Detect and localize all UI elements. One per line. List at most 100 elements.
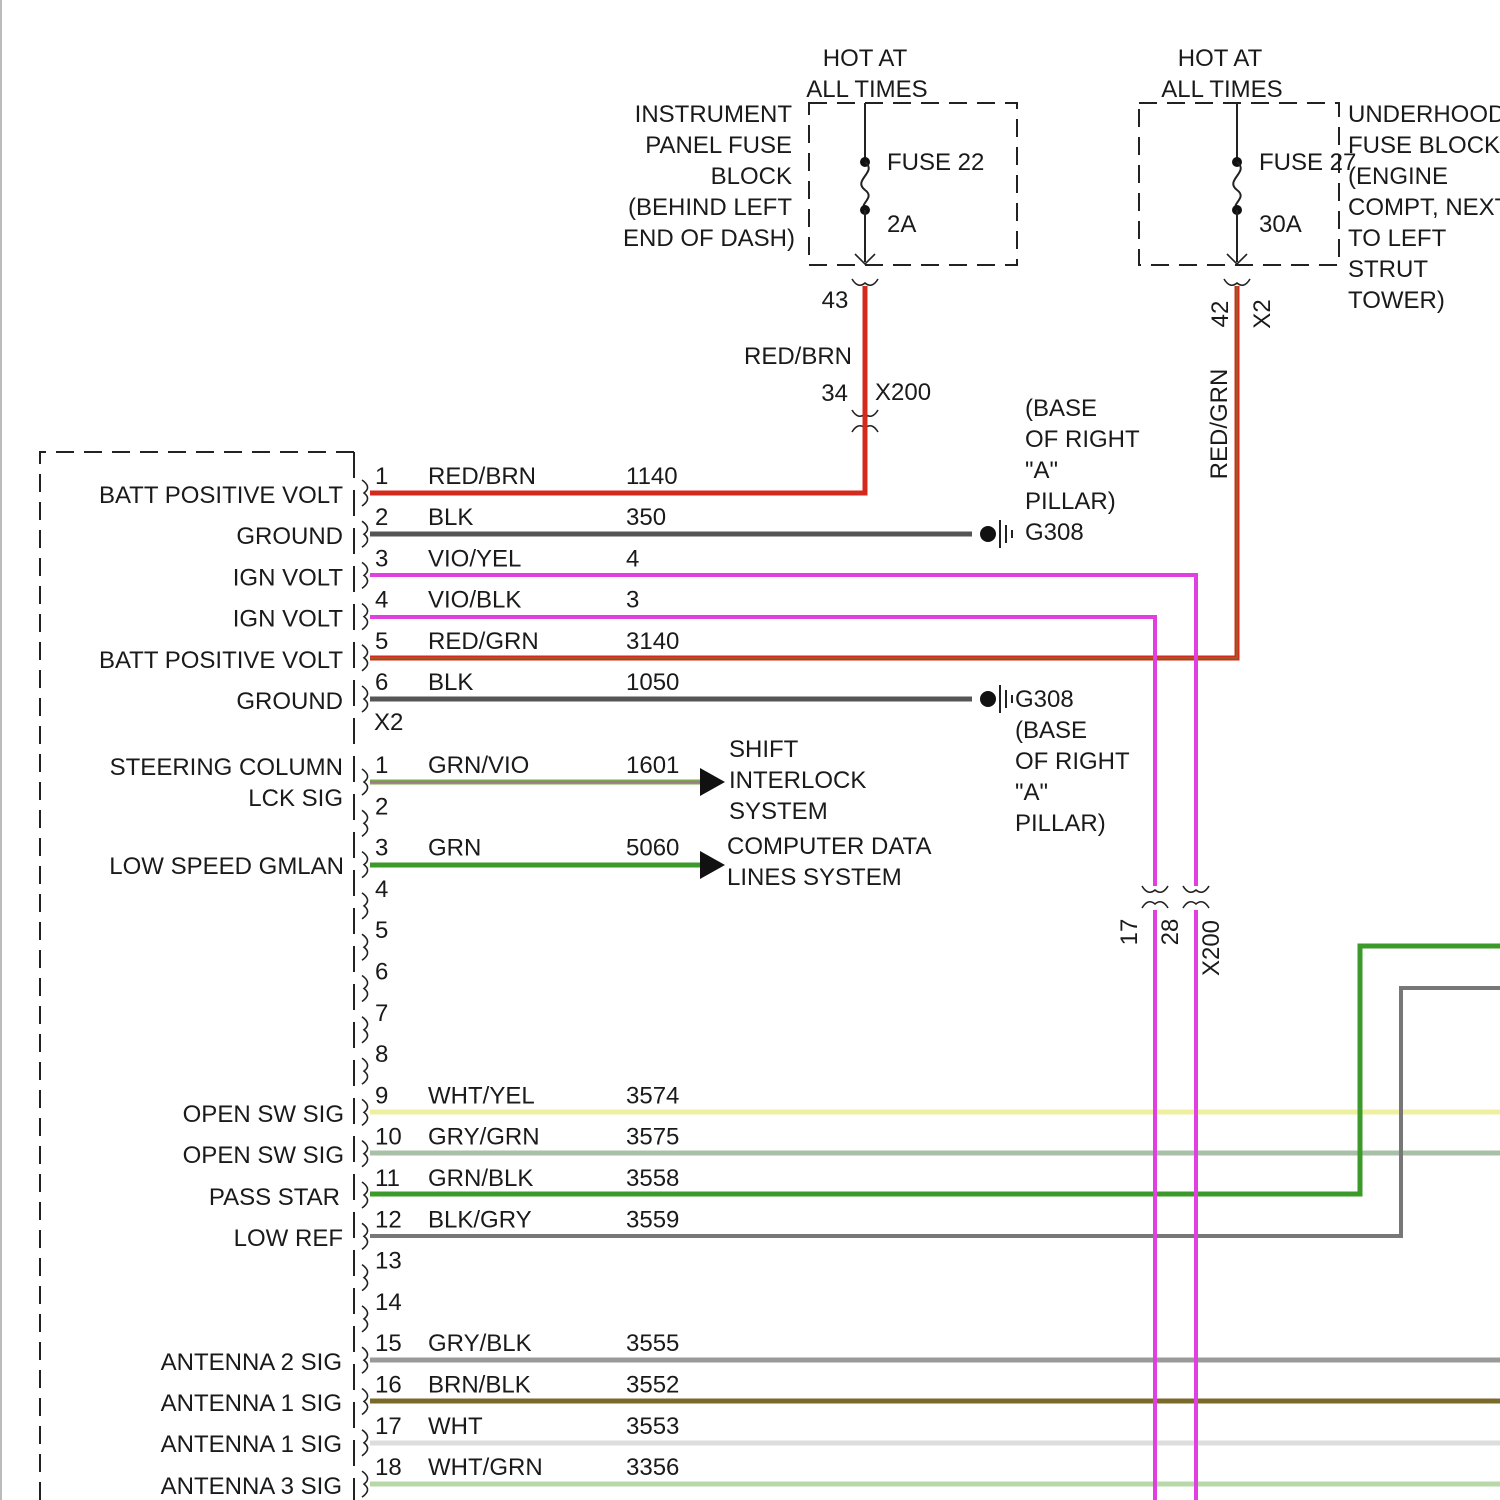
pin-number: 34 xyxy=(821,380,848,407)
ground-icon xyxy=(980,526,996,542)
hot-label: ALL TIMES xyxy=(806,76,927,103)
arrow-icon xyxy=(700,851,725,879)
pin-number: 1 xyxy=(375,752,388,779)
function-label: BATT POSITIVE VOLT xyxy=(99,647,343,674)
function-label: ANTENNA 2 SIG xyxy=(161,1349,342,1376)
x2-pin-row: 5 xyxy=(362,917,388,960)
x2-pin-row: 14 xyxy=(362,1289,402,1332)
function-label: ANTENNA 3 SIG xyxy=(161,1473,342,1500)
destination-text: SYSTEM xyxy=(729,798,828,825)
circuit-number: 3 xyxy=(626,587,639,614)
wire-color-label: VIO/YEL xyxy=(428,545,521,572)
pin-terminal-icon xyxy=(362,852,368,878)
pin-number: 4 xyxy=(375,876,388,903)
x200-connector-top: 34 X200 xyxy=(821,379,931,432)
pin-number: 6 xyxy=(375,669,388,696)
function-label: GROUND xyxy=(236,688,343,715)
destination-computer-data-lines: COMPUTER DATA LINES SYSTEM xyxy=(727,833,931,891)
pin-terminal-icon xyxy=(362,1306,368,1332)
function-label: BATT POSITIVE VOLT xyxy=(99,482,343,509)
arrow-icon xyxy=(700,768,725,796)
fuse-block-desc: INSTRUMENT xyxy=(635,101,793,128)
ground-desc: "A" xyxy=(1025,457,1058,484)
fuse-name: FUSE 22 xyxy=(887,149,984,176)
pin-terminal-icon xyxy=(362,1347,368,1373)
function-label: OPEN SW SIG xyxy=(183,1142,344,1169)
wire-color-label: GRN/VIO xyxy=(428,752,529,779)
wire-color-label: RED/BRN xyxy=(744,343,852,370)
circuit-number: 3140 xyxy=(626,628,679,655)
x2-pin-row: 4 xyxy=(362,876,388,919)
pin-number: 7 xyxy=(375,1000,388,1027)
pin-number: 18 xyxy=(375,1454,402,1481)
hot-label: ALL TIMES xyxy=(1161,76,1282,103)
ground-desc: PILLAR) xyxy=(1015,810,1106,837)
pin-terminal-icon xyxy=(362,1430,368,1456)
circuit-number: 4 xyxy=(626,545,639,572)
function-label: IGN VOLT xyxy=(233,606,344,633)
connector-symbol xyxy=(852,279,878,285)
x2-pin-row: 2 xyxy=(362,793,388,836)
pin-number: 14 xyxy=(375,1289,402,1316)
fuse-block-desc: PANEL FUSE xyxy=(645,132,792,159)
pin-terminal-icon xyxy=(362,769,368,795)
wire-color-label: WHT/YEL xyxy=(428,1082,535,1109)
pin-number: 10 xyxy=(375,1124,402,1151)
pin-number: 2 xyxy=(375,504,388,531)
function-label: LOW REF xyxy=(234,1225,343,1252)
wire-color-label: WHT/GRN xyxy=(428,1454,543,1481)
circuit-number: 3558 xyxy=(626,1165,679,1192)
pin-number: 5 xyxy=(375,917,388,944)
pin-number: 11 xyxy=(375,1165,400,1192)
ground-desc: (BASE xyxy=(1025,395,1097,422)
pin-terminal-icon xyxy=(362,480,368,506)
destination-shift-interlock: SHIFT INTERLOCK SYSTEM xyxy=(729,736,866,825)
pin-number: 17 xyxy=(375,1413,402,1440)
fuse-block-desc: END OF DASH) xyxy=(623,225,795,252)
pin-terminal-icon xyxy=(362,810,368,836)
ground-label: G308 xyxy=(1015,686,1074,713)
wires xyxy=(370,286,1500,1500)
ground-g308-1: G308 (BASE OF RIGHT "A" PILLAR) xyxy=(980,395,1140,548)
function-label: GROUND xyxy=(236,523,343,550)
x2-pin-row: 11 GRN/BLK 3558 xyxy=(362,1165,679,1208)
connector-label-x2: X2 xyxy=(374,709,403,736)
ground-desc: PILLAR) xyxy=(1025,488,1116,515)
wire-color-label: VIO/BLK xyxy=(428,587,521,614)
wire-color-label: GRN/BLK xyxy=(428,1165,533,1192)
pin-number: 12 xyxy=(375,1206,402,1233)
pin-terminal-icon xyxy=(362,645,368,671)
function-label: IGN VOLT xyxy=(233,564,344,591)
pin-number: 43 xyxy=(822,287,849,314)
pin-number: 28 xyxy=(1157,919,1184,946)
x2-pin-row: 1 GRN/VIO 1601 xyxy=(362,752,679,795)
pin-number: 8 xyxy=(375,1041,388,1068)
circuit-number: 1140 xyxy=(626,463,678,490)
destination-text: LINES SYSTEM xyxy=(727,864,902,891)
function-label: STEERING COLUMN xyxy=(110,754,343,781)
circuit-number: 5060 xyxy=(626,835,679,862)
destination-text: INTERLOCK xyxy=(729,767,866,794)
fuse-block-desc: (ENGINE xyxy=(1348,163,1448,190)
fuse-block-desc: BLOCK xyxy=(711,163,792,190)
wire-color-label: BLK/GRY xyxy=(428,1206,532,1233)
circuit-number: 3555 xyxy=(626,1330,679,1357)
circuit-number: 350 xyxy=(626,504,666,531)
hot-label: HOT AT xyxy=(823,45,908,72)
wire-color-label: BRN/BLK xyxy=(428,1372,531,1399)
wire-color-label: GRN xyxy=(428,835,481,862)
fuse-block-outline xyxy=(809,103,1017,265)
wire-color-label: WHT xyxy=(428,1413,483,1440)
function-label: PASS STAR xyxy=(209,1184,340,1211)
function-label: ANTENNA 1 SIG xyxy=(161,1390,342,1417)
connector-label: X2 xyxy=(1249,299,1276,328)
pin-number: 2 xyxy=(375,793,388,820)
pin-terminal-icon xyxy=(362,1141,368,1167)
circuit-number: 1601 xyxy=(626,752,679,779)
